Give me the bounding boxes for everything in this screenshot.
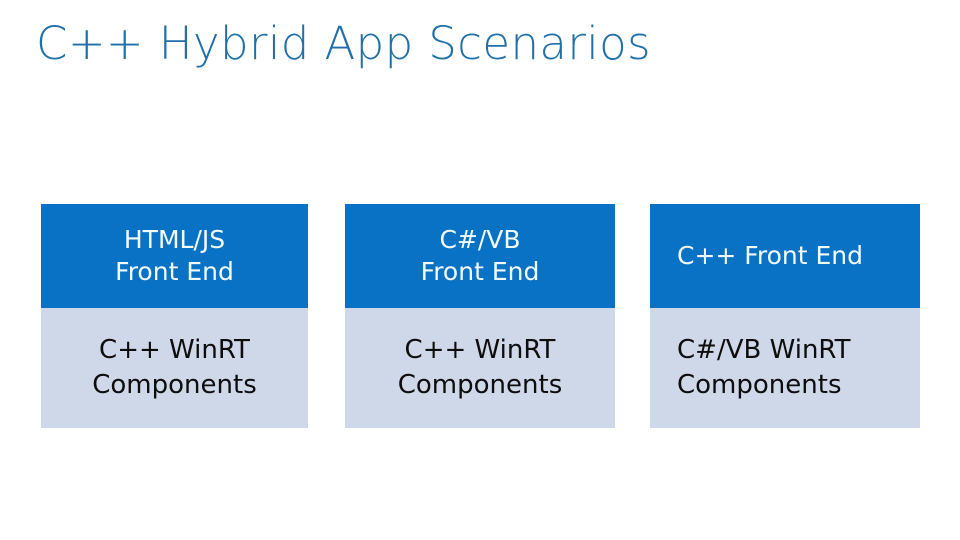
page-title: C++ Hybrid App Scenarios xyxy=(36,17,651,70)
components-label-line2: Components xyxy=(397,370,563,400)
scenario-column-csharp-vb: C#/VB Front End C++ WinRT Components xyxy=(345,204,615,428)
components-label-line1: C#/VB WinRT xyxy=(677,335,851,366)
front-end-label-line1: HTML/JS xyxy=(123,224,226,254)
front-end-label-line1: C#/VB xyxy=(439,224,521,254)
front-end-label-line2: Front End xyxy=(420,257,540,286)
components-label-line1: C++ WinRT xyxy=(404,335,556,366)
scenario-diagram: HTML/JS Front End C++ WinRT Components C… xyxy=(41,204,920,428)
scenario-column-cpp: C++ Front End C#/VB WinRT Components xyxy=(650,204,920,428)
front-end-box-cpp[interactable]: C++ Front End xyxy=(650,204,920,308)
components-label-line1: C++ WinRT xyxy=(99,335,250,366)
components-label-line2: Components xyxy=(677,370,842,400)
front-end-label-line2: Front End xyxy=(115,257,234,286)
front-end-label-line1: C++ Front End xyxy=(677,240,863,270)
components-box-cpp[interactable]: C#/VB WinRT Components xyxy=(650,308,920,428)
scenario-column-html-js: HTML/JS Front End C++ WinRT Components xyxy=(41,204,308,428)
front-end-box-html-js[interactable]: HTML/JS Front End xyxy=(41,204,308,308)
components-box-csharp-vb[interactable]: C++ WinRT Components xyxy=(345,308,615,428)
components-label-line2: Components xyxy=(92,370,257,400)
front-end-box-csharp-vb[interactable]: C#/VB Front End xyxy=(345,204,615,308)
components-box-html-js[interactable]: C++ WinRT Components xyxy=(41,308,308,428)
